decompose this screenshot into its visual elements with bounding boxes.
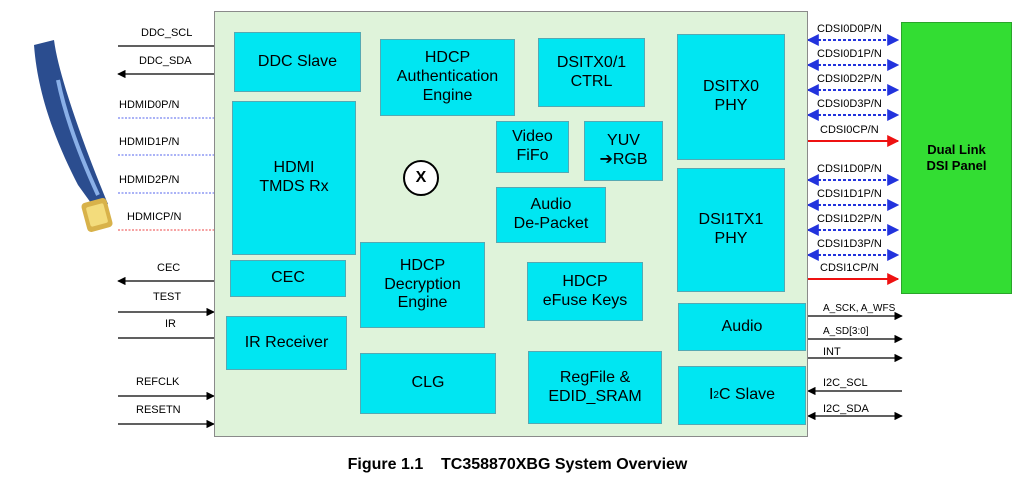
i2c-sda-label: I2C_SDA — [823, 403, 869, 415]
a-sck-label: A_SCK, A_WFS — [823, 303, 896, 314]
dsitx0-phy-block: DSITX0 PHY — [677, 34, 785, 160]
figure-caption: Figure 1.1 TC358870XBG System Overview — [347, 456, 688, 473]
cec-block: CEC — [230, 260, 346, 297]
dsi-lane-label: CDSI0D3P/N — [817, 98, 882, 110]
dsi-lane-label: CDSI1D3P/N — [817, 238, 882, 250]
hdmi-cable-connector-icon — [34, 40, 113, 232]
ir-receiver-block: IR Receiver — [226, 316, 347, 370]
clg-block: CLG — [360, 353, 496, 414]
audio-block: Audio — [678, 303, 806, 351]
hdcp-efuse-keys-block: HDCP eFuse Keys — [527, 262, 643, 321]
ddc-scl-label: DDC_SCL — [141, 27, 193, 39]
dsi-lane-label: CDSI1CP/N — [820, 262, 879, 274]
a-sd-label: A_SD[3:0] — [823, 326, 869, 337]
ddc-sda-label: DDC_SDA — [139, 55, 192, 67]
dsi-lane-label: CDSI1D0P/N — [817, 163, 882, 175]
audio-depacket-block: Audio De-Packet — [496, 187, 606, 243]
dsi-lane-label: CDSI1D1P/N — [817, 188, 882, 200]
hdmi-tmds-lanes — [118, 115, 233, 233]
regfile-edid-sram-block: RegFile & EDID_SRAM — [528, 351, 662, 424]
right-signal-wires — [807, 311, 903, 421]
test-signal-label: TEST — [153, 291, 182, 303]
dsitx-ctrl-block: DSITX0/1 CTRL — [538, 38, 645, 107]
dsi-lane-label: CDSI0D0P/N — [817, 23, 882, 35]
hdmicp-label: HDMICP/N — [127, 211, 182, 223]
resetn-label: RESETN — [136, 404, 181, 416]
mux-operator: X — [403, 160, 439, 196]
dsi-lane-label: CDSI0D2P/N — [817, 73, 882, 85]
hdmid2-label: HDMID2P/N — [119, 174, 180, 186]
ddc-slave-block: DDC Slave — [234, 32, 361, 92]
ir-signal-label: IR — [165, 318, 176, 330]
hdmi-tmds-rx-block: HDMI TMDS Rx — [232, 101, 356, 255]
dsi-lane-label: CDSI0D1P/N — [817, 48, 882, 60]
video-fifo-block: Video FiFo — [496, 121, 569, 173]
i2c-scl-label: I2C_SCL — [823, 377, 868, 389]
int-label: INT — [823, 346, 841, 358]
dsi-lanes — [806, 34, 900, 285]
hdmid1-label: HDMID1P/N — [119, 136, 180, 148]
dsi-lane-label: CDSI0CP/N — [820, 124, 879, 136]
dsi1tx1-phy-block: DSI1TX1 PHY — [677, 168, 785, 292]
refclk-label: REFCLK — [136, 376, 180, 388]
hdmid0-label: HDMID0P/N — [119, 99, 180, 111]
hdcp-authentication-engine-block: HDCP Authentication Engine — [380, 39, 515, 116]
dual-link-dsi-panel: Dual Link DSI Panel — [901, 22, 1012, 294]
hdcp-decryption-engine-block: HDCP Decryption Engine — [360, 242, 485, 328]
dsi-lane-label: CDSI1D2P/N — [817, 213, 882, 225]
yuv-to-rgb-block: YUV ➔RGB — [584, 121, 663, 181]
cec-signal-label: CEC — [157, 262, 181, 274]
